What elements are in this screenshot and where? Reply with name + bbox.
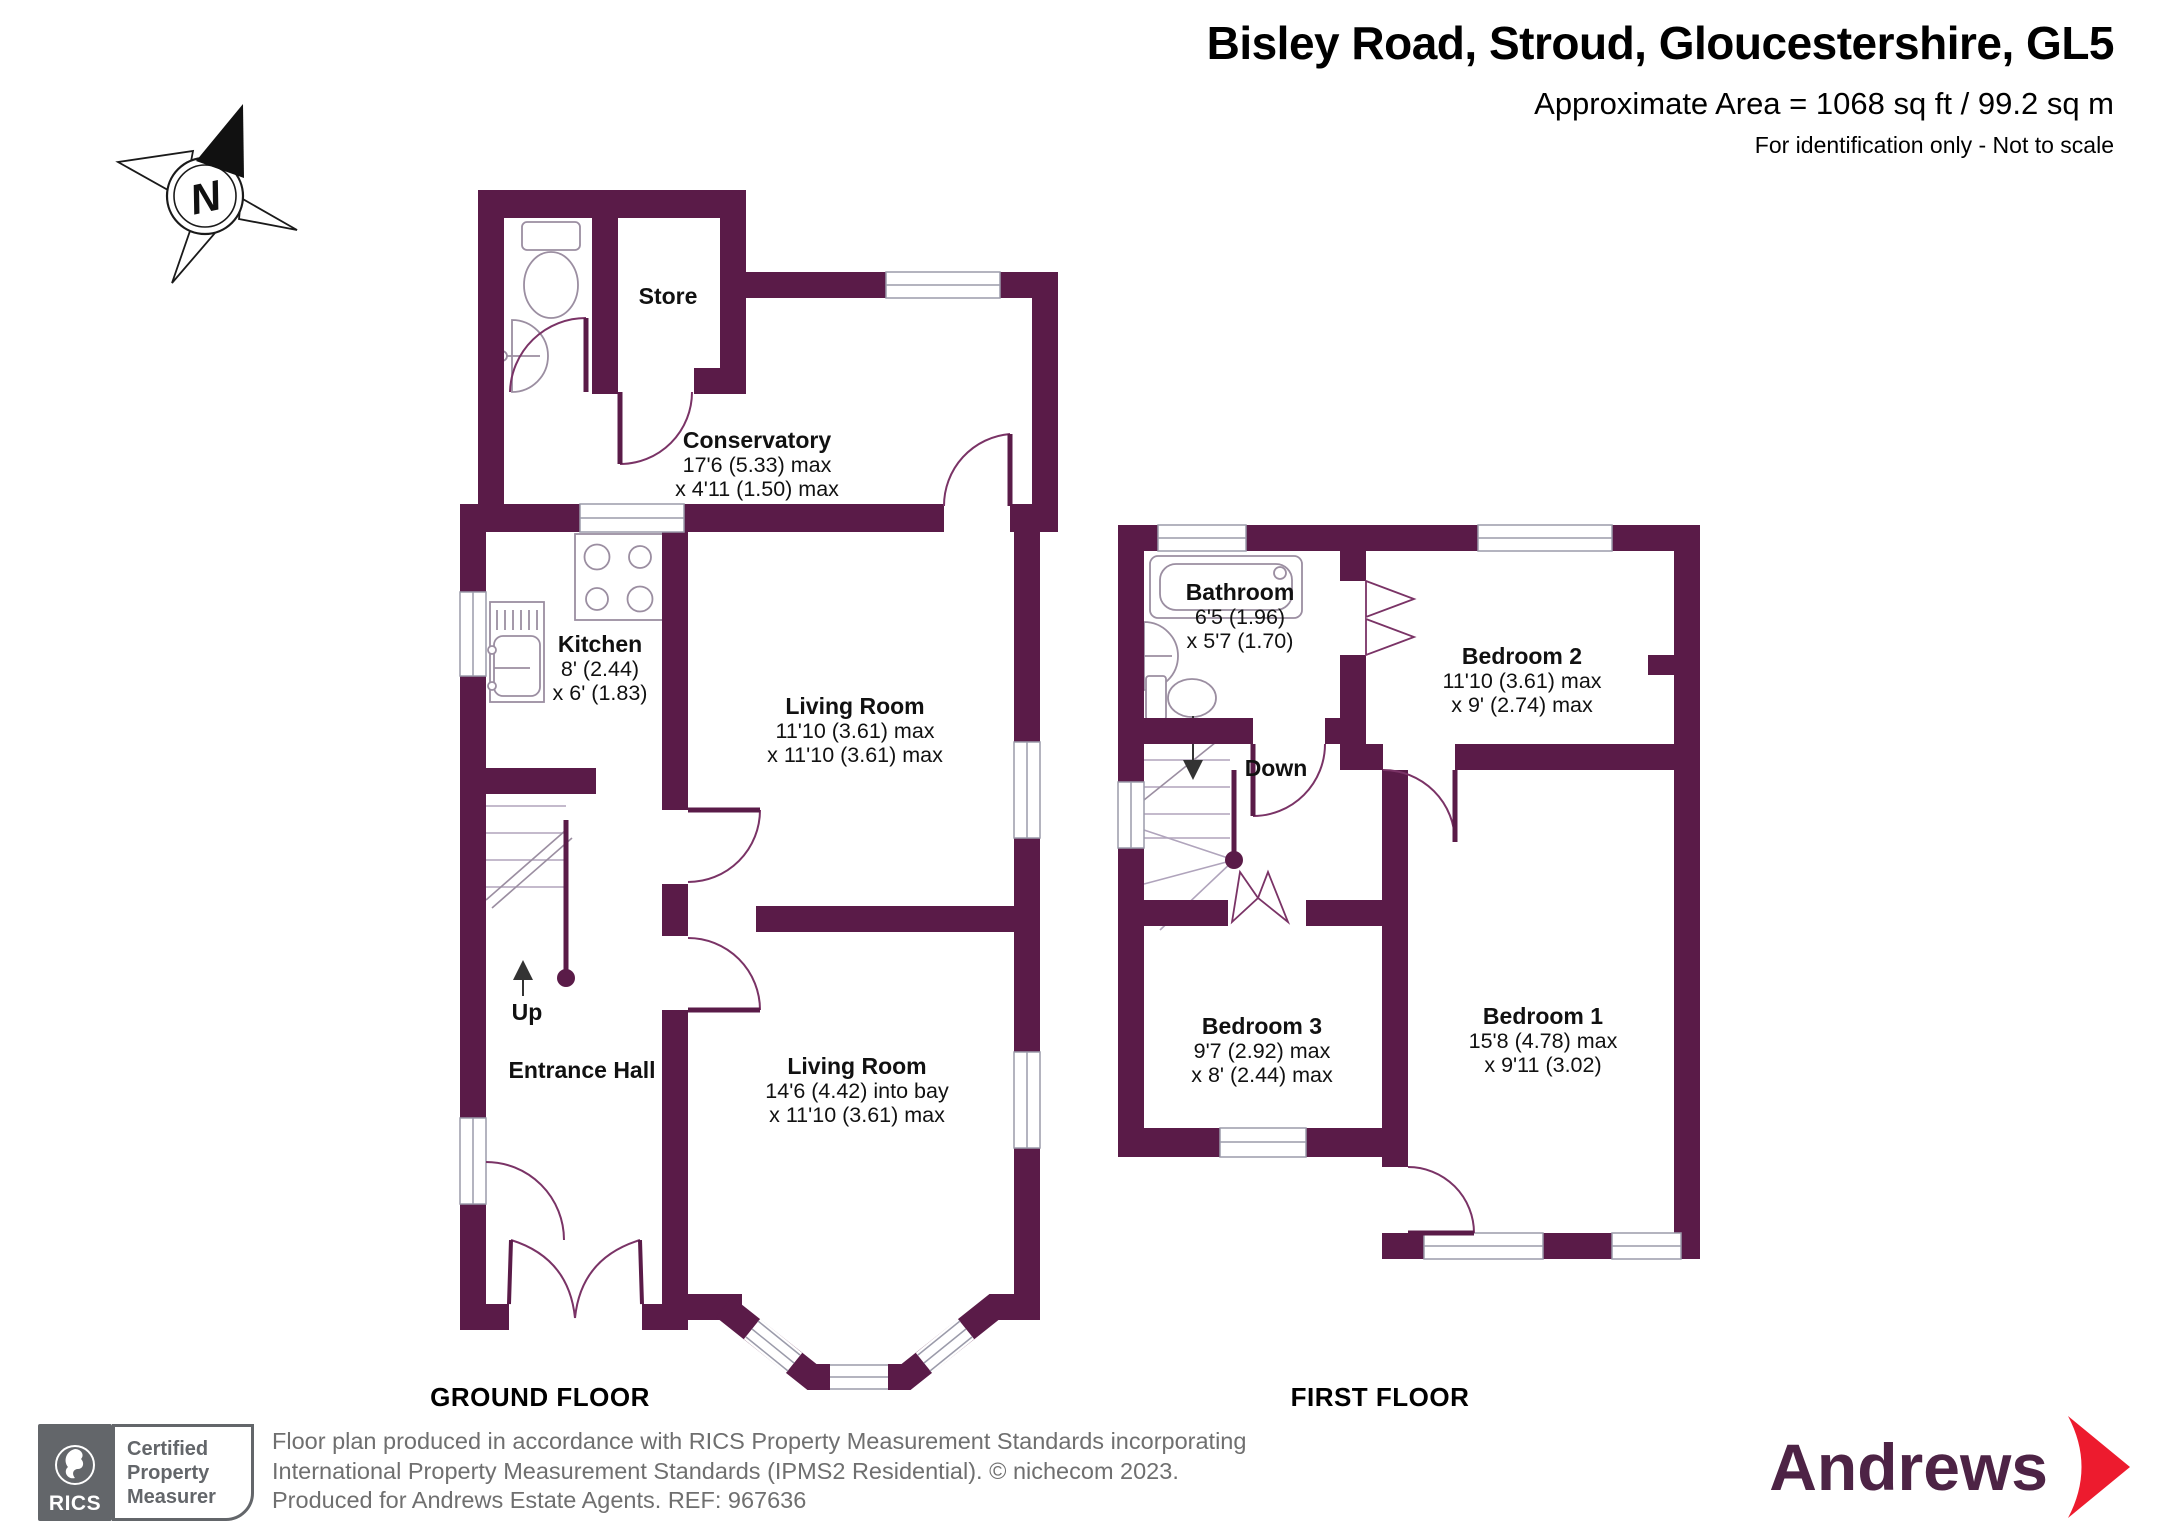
andrews-logo: Andrews: [1769, 1414, 2134, 1520]
room-label-bedroom2: Bedroom 2 11'10 (3.61) max x 9' (2.74) m…: [1442, 643, 1602, 718]
room-label-kitchen: Kitchen 8' (2.44) x 6' (1.83): [552, 631, 648, 706]
ground-floor-walls: [460, 190, 1058, 1330]
bathroom-fixtures: [1133, 555, 1303, 721]
ground-floor-plan: [459, 190, 1058, 1390]
header: Bisley Road, Stroud, Gloucestershire, GL…: [1206, 16, 2115, 159]
room-name: Store: [638, 283, 698, 309]
room-dim: 6'5 (1.96): [1194, 605, 1286, 629]
identification-note: For identification only - Not to scale: [1754, 132, 2114, 158]
badge-line: Measurer: [127, 1485, 216, 1508]
disclaimer-line: Floor plan produced in accordance with R…: [272, 1428, 1247, 1454]
room-dim: 11'10 (3.61) max: [1442, 669, 1602, 693]
stairs-up: [485, 805, 573, 909]
room-label-entrance-hall: Entrance Hall: [509, 1058, 656, 1083]
room-dim: x 4'11 (1.50) max: [675, 477, 839, 501]
disclaimer-text: Floor plan produced in accordance with R…: [272, 1427, 1246, 1516]
room-label-bathroom: Bathroom 6'5 (1.96) x 5'7 (1.70): [1185, 579, 1295, 654]
room-dim: x 5'7 (1.70): [1186, 629, 1294, 653]
room-dim: 15'8 (4.78) max: [1468, 1029, 1618, 1053]
rics-lion-icon: [55, 1445, 95, 1485]
room-label-bedroom1: Bedroom 1 15'8 (4.78) max x 9'11 (3.02): [1468, 1003, 1618, 1078]
room-dim: x 11'10 (3.61) max: [769, 1103, 945, 1127]
first-floor-doors: [1230, 579, 1475, 1236]
stairs-down-label: Down: [1244, 755, 1308, 781]
ground-floor-caption: GROUND FLOOR: [430, 1382, 650, 1412]
room-name: Living Room: [785, 693, 925, 719]
newel-post: [557, 969, 575, 987]
rics-badge: RICS: [38, 1424, 112, 1521]
newel-post: [1225, 851, 1243, 869]
page-title: Bisley Road, Stroud, Gloucestershire, GL…: [1206, 17, 2115, 69]
room-label-bedroom3: Bedroom 3 9'7 (2.92) max x 8' (2.44) max: [1191, 1013, 1333, 1088]
room-dim: x 6' (1.83): [552, 681, 648, 705]
disclaimer-line: Produced for Andrews Estate Agents. REF:…: [272, 1487, 807, 1513]
stairs-up-arrow: [513, 960, 533, 996]
disclaimer-line: International Property Measurement Stand…: [272, 1457, 1179, 1484]
room-label-store: Store: [639, 284, 698, 309]
room-dim: x 11'10 (3.61) max: [767, 743, 943, 767]
room-dim: 14'6 (4.42) into bay: [765, 1079, 949, 1103]
room-label-living-room-rear: Living Room 11'10 (3.61) max x 11'10 (3.…: [767, 693, 943, 768]
room-dim: 11'10 (3.61) max: [775, 719, 935, 743]
room-name: Bathroom: [1185, 579, 1295, 605]
room-name: Bedroom 2: [1461, 643, 1583, 669]
room-name: Conservatory: [682, 427, 832, 453]
room-dim: 17'6 (5.33) max: [682, 453, 832, 477]
room-label-conservatory: Conservatory 17'6 (5.33) max x 4'11 (1.5…: [675, 427, 839, 502]
rics-brand: RICS: [48, 1492, 102, 1515]
compass-rose-icon: N: [115, 104, 298, 284]
room-name: Bedroom 3: [1201, 1013, 1323, 1039]
certified-property-measurer-badge: Certified Property Measurer: [112, 1424, 254, 1521]
badge-line: Certified: [127, 1437, 209, 1460]
room-name: Kitchen: [557, 631, 643, 657]
stairs-up-label: Up: [511, 999, 543, 1025]
room-name: Bedroom 1: [1482, 1003, 1604, 1029]
ground-floor-doors: [485, 317, 1013, 1319]
kitchen-fixtures: [487, 533, 664, 703]
andrews-arrow-icon: [2068, 1416, 2130, 1518]
badge-line: Property: [127, 1461, 210, 1484]
room-dim: x 9' (2.74) max: [1451, 693, 1593, 717]
first-floor-caption: FIRST FLOOR: [1290, 1382, 1470, 1412]
andrews-wordmark: Andrews: [1769, 1430, 2048, 1504]
room-dim: x 8' (2.44) max: [1191, 1063, 1333, 1087]
room-dim: x 9'11 (3.02): [1484, 1053, 1602, 1077]
approximate-area: Approximate Area = 1068 sq ft / 99.2 sq …: [1534, 86, 2114, 121]
wc-fixtures: [491, 221, 581, 393]
room-name: Entrance Hall: [508, 1057, 656, 1083]
ground-floor-windows: [459, 271, 1041, 1205]
room-name: Living Room: [787, 1053, 927, 1079]
room-dim: 8' (2.44): [560, 657, 640, 681]
room-dim: 9'7 (2.92) max: [1193, 1039, 1331, 1063]
room-label-living-room-front: Living Room 14'6 (4.42) into bay x 11'10…: [765, 1053, 949, 1128]
first-floor-plan: [1117, 524, 1700, 1260]
first-floor-windows: [1117, 524, 1682, 1260]
bay-windows: [743, 1318, 975, 1390]
